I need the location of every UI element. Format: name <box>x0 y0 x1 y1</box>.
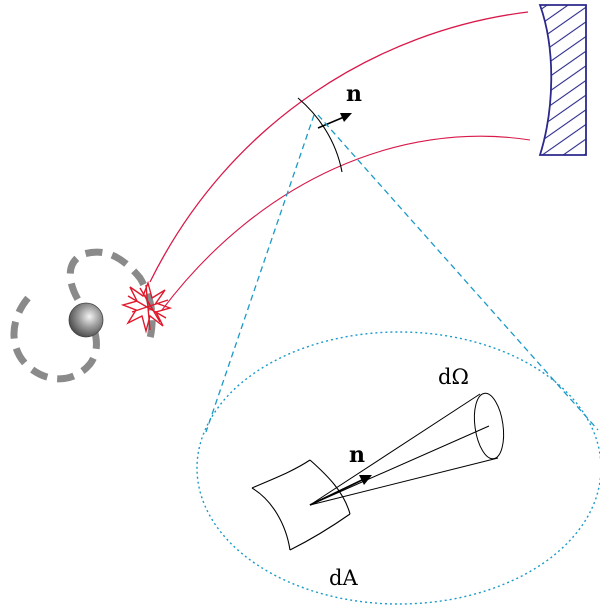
normal-label-top: n <box>346 81 362 107</box>
solid-angle-label: dΩ <box>438 365 469 389</box>
mirror <box>538 4 587 156</box>
source-starburst <box>120 280 173 334</box>
zoom-ellipse <box>196 331 600 605</box>
orbit-path <box>10 248 156 383</box>
normal-arrow-top <box>317 113 352 129</box>
normal-label-zoom: n <box>349 442 365 468</box>
normal-arrow-zoom <box>309 475 372 506</box>
planet-sphere <box>68 302 104 338</box>
area-label: dA <box>329 566 358 590</box>
solid-angle-cone <box>309 392 505 506</box>
projection-lines <box>205 114 599 433</box>
red-rays <box>149 11 531 311</box>
area-patch <box>251 459 351 551</box>
surface-element-top <box>297 97 343 173</box>
